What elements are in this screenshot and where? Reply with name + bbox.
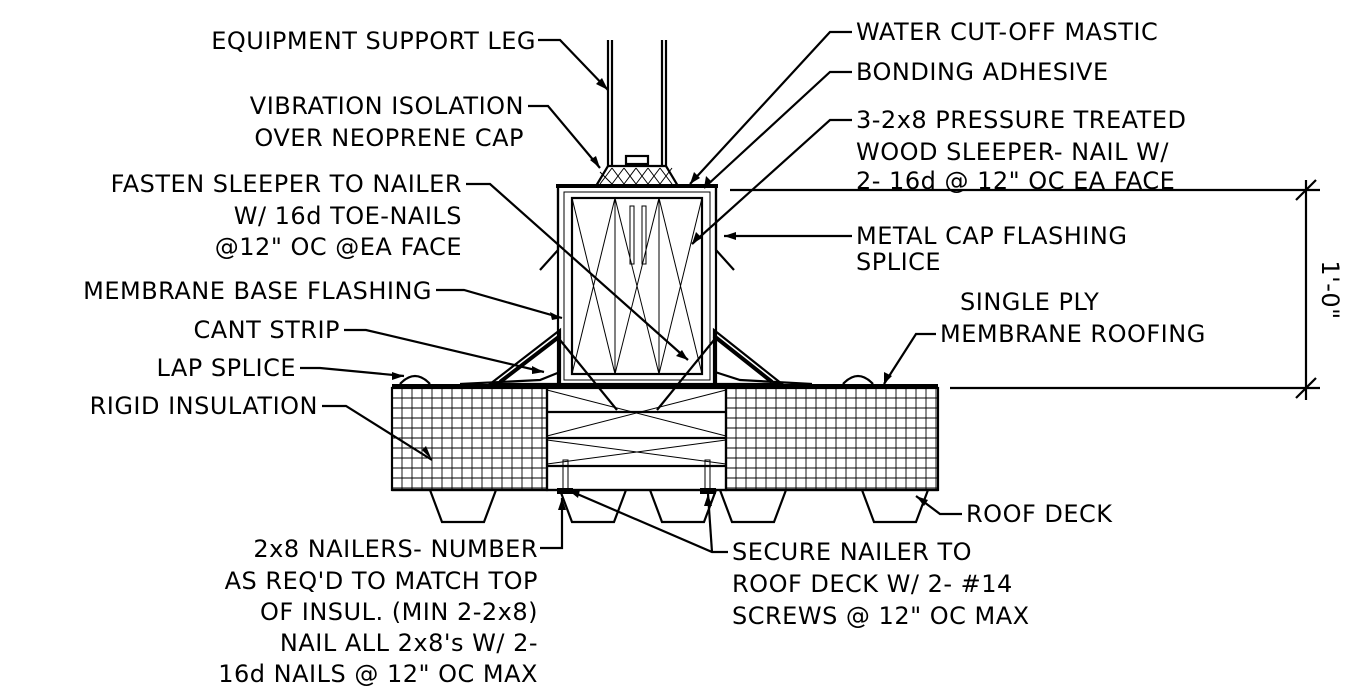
label-nailers-2: AS REQ'D TO MATCH TOP (225, 567, 538, 595)
roof-deck-profile (392, 488, 938, 524)
label-vibration-isolation-2: OVER NEOPRENE CAP (254, 124, 524, 152)
flashing-diagonals (559, 339, 715, 411)
label-rigid-insulation: RIGID INSULATION (90, 392, 318, 420)
label-nailers-5: 16d NAILS @ 12" OC MAX (218, 660, 538, 688)
membrane-roofing (392, 370, 938, 388)
wood-sleeper (556, 184, 718, 386)
label-metal-cap-flashing: METAL CAP FLASHING (856, 222, 1127, 250)
label-lap-splice: LAP SPLICE (156, 354, 296, 382)
label-secure-nailer-1: SECURE NAILER TO (732, 538, 972, 566)
rigid-insulation-left (390, 386, 549, 492)
label-nailers-1: 2x8 NAILERS- NUMBER (253, 535, 538, 563)
label-sleeper-3: 2- 16d @ 12" OC EA FACE (856, 167, 1175, 195)
label-membrane-roofing: MEMBRANE ROOFING (940, 320, 1206, 348)
label-roof-deck: ROOF DECK (966, 500, 1113, 528)
label-nailers-3: OF INSUL. (MIN 2-2x8) (260, 598, 538, 626)
label-secure-nailer-2: ROOF DECK W/ 2- #14 (732, 570, 1013, 598)
label-sleeper-2: WOOD SLEEPER- NAIL W/ (856, 138, 1169, 166)
label-fasten-sleeper: FASTEN SLEEPER TO NAILER (111, 170, 462, 198)
dimension-line (730, 179, 1320, 400)
label-sleeper-1: 3-2x8 PRESSURE TREATED (856, 106, 1186, 134)
label-equipment-support-leg: EQUIPMENT SUPPORT LEG (211, 27, 536, 55)
nailer-stack (545, 386, 728, 494)
label-fasten-sleeper-3: @12" OC @EA FACE (215, 233, 462, 261)
label-vibration-isolation: VIBRATION ISOLATION (250, 92, 524, 120)
label-nailers-4: NAIL ALL 2x8's W/ 2- (280, 629, 538, 657)
label-cant-strip: CANT STRIP (193, 316, 340, 344)
label-secure-nailer-3: SCREWS @ 12" OC MAX (732, 602, 1030, 630)
dimension-text: 1'-0" (1316, 260, 1344, 319)
label-membrane-base-flashing: MEMBRANE BASE FLASHING (83, 277, 432, 305)
cant-strips (486, 327, 786, 386)
label-fasten-sleeper-2: W/ 16d TOE-NAILS (234, 202, 462, 230)
rigid-insulation-right (724, 386, 940, 492)
leader-arrowheads (392, 78, 928, 510)
equipment-support-legs (606, 40, 668, 166)
label-water-cutoff-mastic: WATER CUT-OFF MASTIC (856, 18, 1158, 46)
leader-lines (300, 30, 962, 554)
label-single-ply: SINGLE PLY (960, 288, 1099, 316)
label-bonding-adhesive: BONDING ADHESIVE (856, 58, 1109, 86)
label-metal-cap-splice: SPLICE (856, 248, 941, 276)
